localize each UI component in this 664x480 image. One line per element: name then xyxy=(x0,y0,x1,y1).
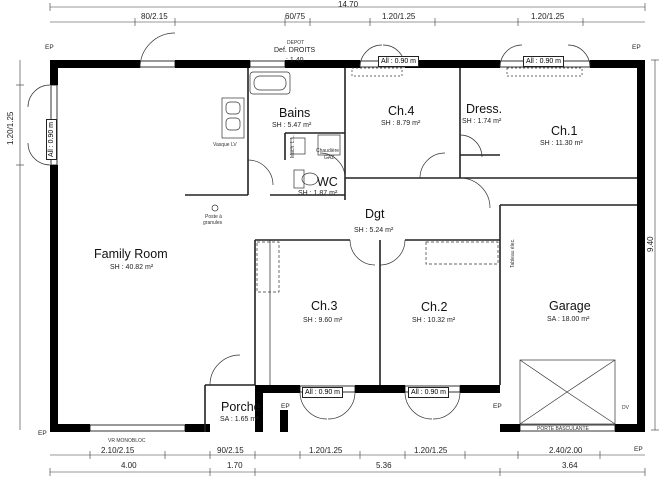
ep-marker-top-right: EP xyxy=(632,44,641,51)
depot-label-1: DEPOT xyxy=(287,40,305,46)
dim-bottom-seg-2: 1.70 xyxy=(227,461,243,470)
dim-top-window-3: 1.20/1.25 xyxy=(382,12,416,21)
allege-top-ch1: All : 0.90 m xyxy=(523,56,565,67)
door-swings xyxy=(27,32,591,420)
vr-monobloc-label: VR MONOBLOC xyxy=(108,438,146,444)
dim-right-total: 9.40 xyxy=(646,236,655,252)
dim-bottom-window-4: 1.20/1.25 xyxy=(414,446,448,455)
exterior-walls xyxy=(50,60,645,432)
ch1-name: Ch.1 xyxy=(551,124,578,138)
wc-name: WC xyxy=(317,175,338,189)
machine-label: Mach. L.L. xyxy=(290,134,296,158)
ep-marker-porch: EP xyxy=(281,403,290,410)
dress-area: SH : 1.74 m² xyxy=(462,118,502,125)
dgt-area: SH : 5.24 m² xyxy=(354,227,394,234)
ch3-area: SH : 9.60 m² xyxy=(303,317,343,324)
interior-walls xyxy=(185,68,637,432)
porte-basculante-label: PORTE BASCULANTE xyxy=(537,426,589,432)
garage-name: Garage xyxy=(549,299,591,313)
garage-area: SA : 18.00 m² xyxy=(547,316,590,323)
vasque-label: Vasque LV xyxy=(213,142,237,148)
wc-area: SH : 1.87 m² xyxy=(298,190,338,197)
family-room-area: SH : 40.82 m² xyxy=(110,264,154,271)
ch3-name: Ch.3 xyxy=(311,299,338,313)
dim-bottom-seg-1: 4.00 xyxy=(121,461,137,470)
poste-label-1: Poste à xyxy=(205,214,222,220)
dim-bottom-seg-4: 3.64 xyxy=(562,461,578,470)
ep-marker-bottom-mid: EP xyxy=(493,403,502,410)
allege-left: All : 0.90 m xyxy=(46,118,57,160)
dim-bottom-window-5: 2.40/2.00 xyxy=(549,446,583,455)
allege-bottom-ch3: All : 0.90 m xyxy=(302,387,344,398)
tableau-label: Tableau élec. xyxy=(510,238,516,268)
dress-name: Dress. xyxy=(466,102,503,116)
dim-left-window: 1.20/1.25 xyxy=(6,111,15,145)
porche-area: SA : 1.65 m² xyxy=(220,416,259,423)
poste-label-2: granules xyxy=(203,220,223,226)
dim-bottom-window-2: 90/2.15 xyxy=(217,446,244,455)
dim-top-window-2: 60/75 xyxy=(285,12,306,21)
allege-top-ch4: All : 0.90 m xyxy=(378,56,420,67)
ch4-name: Ch.4 xyxy=(388,104,415,118)
dim-bottom-window-1: 2.10/2.15 xyxy=(101,446,135,455)
dim-top-window-4: 1.20/1.25 xyxy=(531,12,565,21)
windows xyxy=(50,60,616,432)
dim-top-total: 14.70 xyxy=(338,0,359,9)
dim-bottom-seg-3: 5.36 xyxy=(376,461,392,470)
bains-area: SH : 5.47 m² xyxy=(272,122,312,129)
bains-name: Bains xyxy=(279,106,311,120)
ep-marker-bottom-left: EP xyxy=(38,430,47,437)
fixtures xyxy=(211,67,616,425)
ch2-name: Ch.2 xyxy=(421,300,448,314)
ep-marker-top-left: EP xyxy=(45,44,54,51)
depot-label-2: Def. DROITS xyxy=(274,47,316,54)
ch2-area: SH : 10.32 m² xyxy=(412,317,456,324)
dimension-lines xyxy=(16,3,659,476)
dim-bottom-window-3: 1.20/1.25 xyxy=(309,446,343,455)
dgt-name: Dgt xyxy=(365,207,385,221)
dv-label: DV xyxy=(622,405,629,411)
depot-value: : 1.40 xyxy=(286,57,304,64)
ch4-area: SH : 8.79 m² xyxy=(381,120,421,127)
family-room-name: Family Room xyxy=(94,247,168,261)
dim-top-window-1: 80/2.15 xyxy=(141,12,168,21)
porche-name: Porche xyxy=(221,400,261,414)
ch1-area: SH : 11.30 m² xyxy=(540,140,583,147)
allege-bottom-ch2: All : 0.90 m xyxy=(408,387,450,398)
chaudiere-label-1: Chaudière xyxy=(316,148,340,154)
ep-marker-bottom-right: EP xyxy=(634,446,643,453)
chaudiere-label-2: GAZ xyxy=(324,155,335,161)
